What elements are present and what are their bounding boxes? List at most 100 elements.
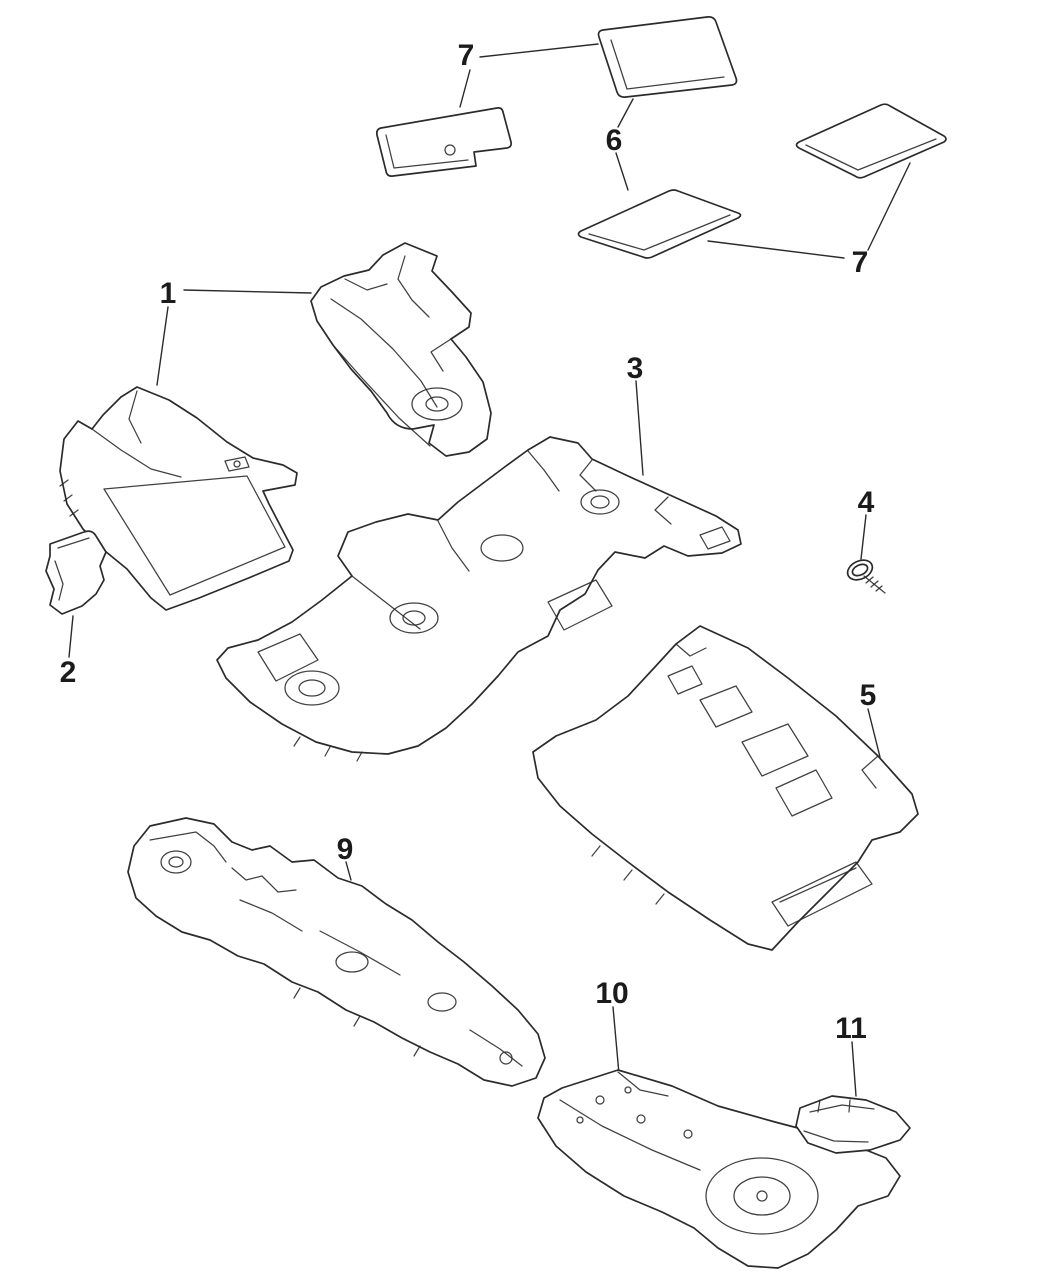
tunnel-ridge [527, 450, 560, 492]
part-outline [45, 530, 107, 615]
part-floor-mat-right [795, 103, 947, 179]
panel-line [149, 831, 227, 863]
bracket [224, 456, 250, 472]
contour-line [617, 1071, 669, 1097]
part-outline [537, 1069, 901, 1269]
grommet-hole [576, 1116, 584, 1124]
leader-line [615, 152, 629, 191]
leader-line [867, 708, 881, 758]
grommet-hole [624, 1086, 632, 1094]
mat-outline [577, 189, 742, 259]
hatch-ticks [293, 987, 421, 1057]
anchor-cutout [699, 685, 753, 728]
part-floor-mat-top [597, 16, 738, 98]
callouts: 1 2 3 4 5 6 7 7 9 10 11 [60, 39, 877, 1045]
part-outline [216, 436, 742, 755]
leader-lines [68, 43, 911, 1097]
hatch-ticks [293, 736, 363, 762]
mat-hook-hole [444, 144, 456, 156]
ridge-line [397, 255, 430, 318]
grommet-inner [298, 679, 326, 697]
part-1-front-carpet-left [59, 386, 298, 611]
leader-line [851, 1041, 857, 1097]
tunnel-ridge [351, 575, 421, 630]
leader-line [345, 861, 352, 881]
callout-5[interactable]: 5 [860, 679, 877, 712]
sill-band-inner [779, 867, 857, 903]
edge-line [54, 560, 64, 601]
grommet [427, 992, 457, 1012]
mat-outline [795, 103, 947, 179]
patch [257, 633, 319, 682]
center-hole [756, 1190, 768, 1202]
patch [547, 579, 613, 631]
leader-line [617, 98, 634, 128]
tunnel-ridge [437, 520, 470, 572]
sill-band [771, 861, 873, 927]
hatch-ticks [59, 479, 79, 517]
part-5-rear-floor-carpet [532, 625, 919, 951]
tire-well-inner [733, 1176, 791, 1216]
leader-line [68, 615, 74, 658]
hatch-ticks [591, 845, 665, 905]
mat-stitch-line [610, 39, 725, 90]
anchor-cutout [667, 665, 703, 695]
mat-outline [375, 106, 513, 177]
part-1-front-carpet-upper [310, 242, 492, 457]
leader-line [459, 69, 471, 108]
leader-line [612, 1006, 620, 1075]
mat-stitch-line [385, 134, 469, 169]
grommet [480, 534, 524, 562]
part-11-silencer-strip [795, 1095, 911, 1154]
leader-line [860, 514, 867, 560]
edge-line [579, 459, 597, 492]
grommet-hole [595, 1095, 605, 1105]
callout-11[interactable]: 11 [835, 1012, 867, 1045]
contour-line [559, 1099, 701, 1171]
callout-2[interactable]: 2 [60, 656, 77, 689]
edge-line [803, 1130, 869, 1143]
part-outline [59, 386, 298, 611]
edge-line [861, 755, 879, 789]
part-floor-mat-bottom [577, 189, 742, 259]
fastener-head [851, 563, 869, 577]
part-10-floor-silencer [537, 1069, 901, 1269]
floor-panel-line [103, 475, 286, 596]
leader-line [707, 240, 845, 259]
part-outline [310, 242, 492, 457]
contour-line [469, 1029, 523, 1067]
ridge-line [128, 390, 142, 444]
callout-7-top[interactable]: 7 [458, 39, 475, 72]
grommet-hole [683, 1129, 693, 1139]
grommet [160, 850, 192, 874]
grommet-hole [499, 1051, 513, 1065]
patch [699, 526, 731, 550]
callout-7-bottom[interactable]: 7 [852, 246, 869, 279]
grommet [580, 489, 620, 515]
grommet-inner [168, 856, 184, 868]
part-outline [127, 817, 546, 1087]
callout-1[interactable]: 1 [160, 277, 177, 310]
contour-line [319, 930, 401, 976]
part-outline [795, 1095, 911, 1154]
mat-stitch-line [588, 214, 731, 251]
callout-6[interactable]: 6 [606, 124, 623, 157]
part-outline [532, 625, 919, 951]
edge-line [675, 643, 707, 657]
part-2-silencer-pad [45, 530, 107, 615]
callout-3[interactable]: 3 [627, 352, 644, 385]
anchor-cutout [741, 723, 809, 777]
grommet [389, 602, 439, 634]
edge-line [344, 278, 388, 291]
callout-9[interactable]: 9 [337, 833, 354, 866]
contour-line [239, 899, 303, 932]
contour-line [231, 867, 297, 893]
part-3-main-floor-carpet [216, 436, 742, 762]
ridge-line [91, 428, 182, 478]
callout-10[interactable]: 10 [595, 977, 628, 1010]
leader-line [183, 289, 312, 294]
leader-line [479, 43, 599, 58]
callout-4[interactable]: 4 [858, 486, 875, 519]
